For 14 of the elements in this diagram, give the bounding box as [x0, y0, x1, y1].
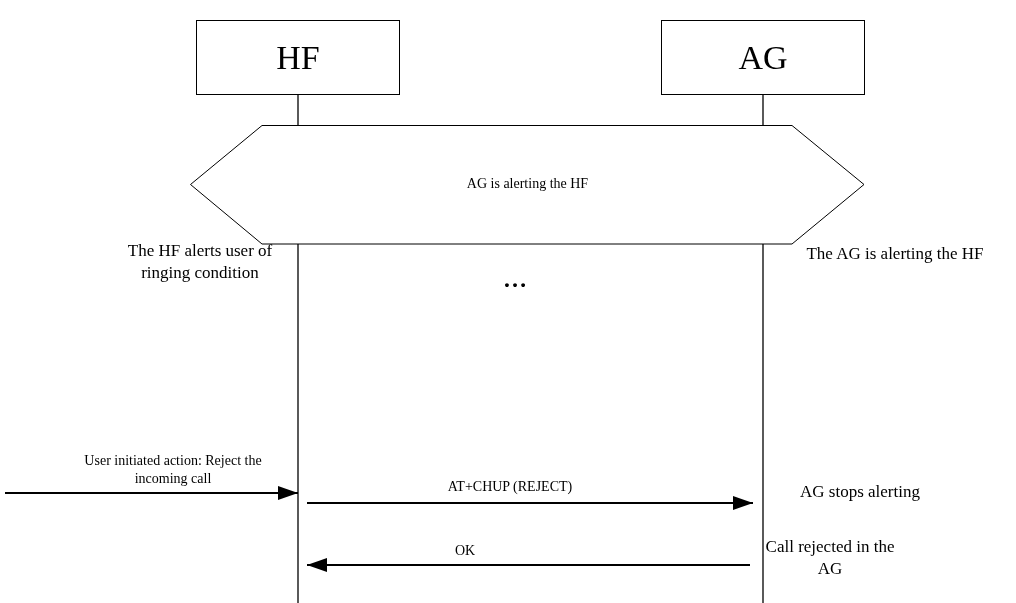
edge-label: User initiated action: Reject the incoming call	[83, 452, 263, 488]
lifeline-header-box: HF	[196, 20, 400, 95]
note-text: AG stops alerting	[799, 481, 921, 503]
note-text: The AG is alerting the HF	[805, 243, 985, 265]
edge-label: AT+CHUP (REJECT)	[446, 478, 574, 496]
ellipsis-text: …	[502, 268, 528, 290]
note-text: Call rejected in the AG	[764, 536, 896, 580]
message-arrow	[4, 486, 299, 500]
note-text: The HF alerts user of ringing condition	[126, 240, 274, 284]
lifeline-header-box: AG	[661, 20, 865, 95]
message-arrow	[306, 496, 754, 510]
banner-text: AG is alerting the HF	[465, 176, 590, 192]
message-arrow	[306, 558, 751, 572]
edge-label: OK	[453, 542, 477, 560]
